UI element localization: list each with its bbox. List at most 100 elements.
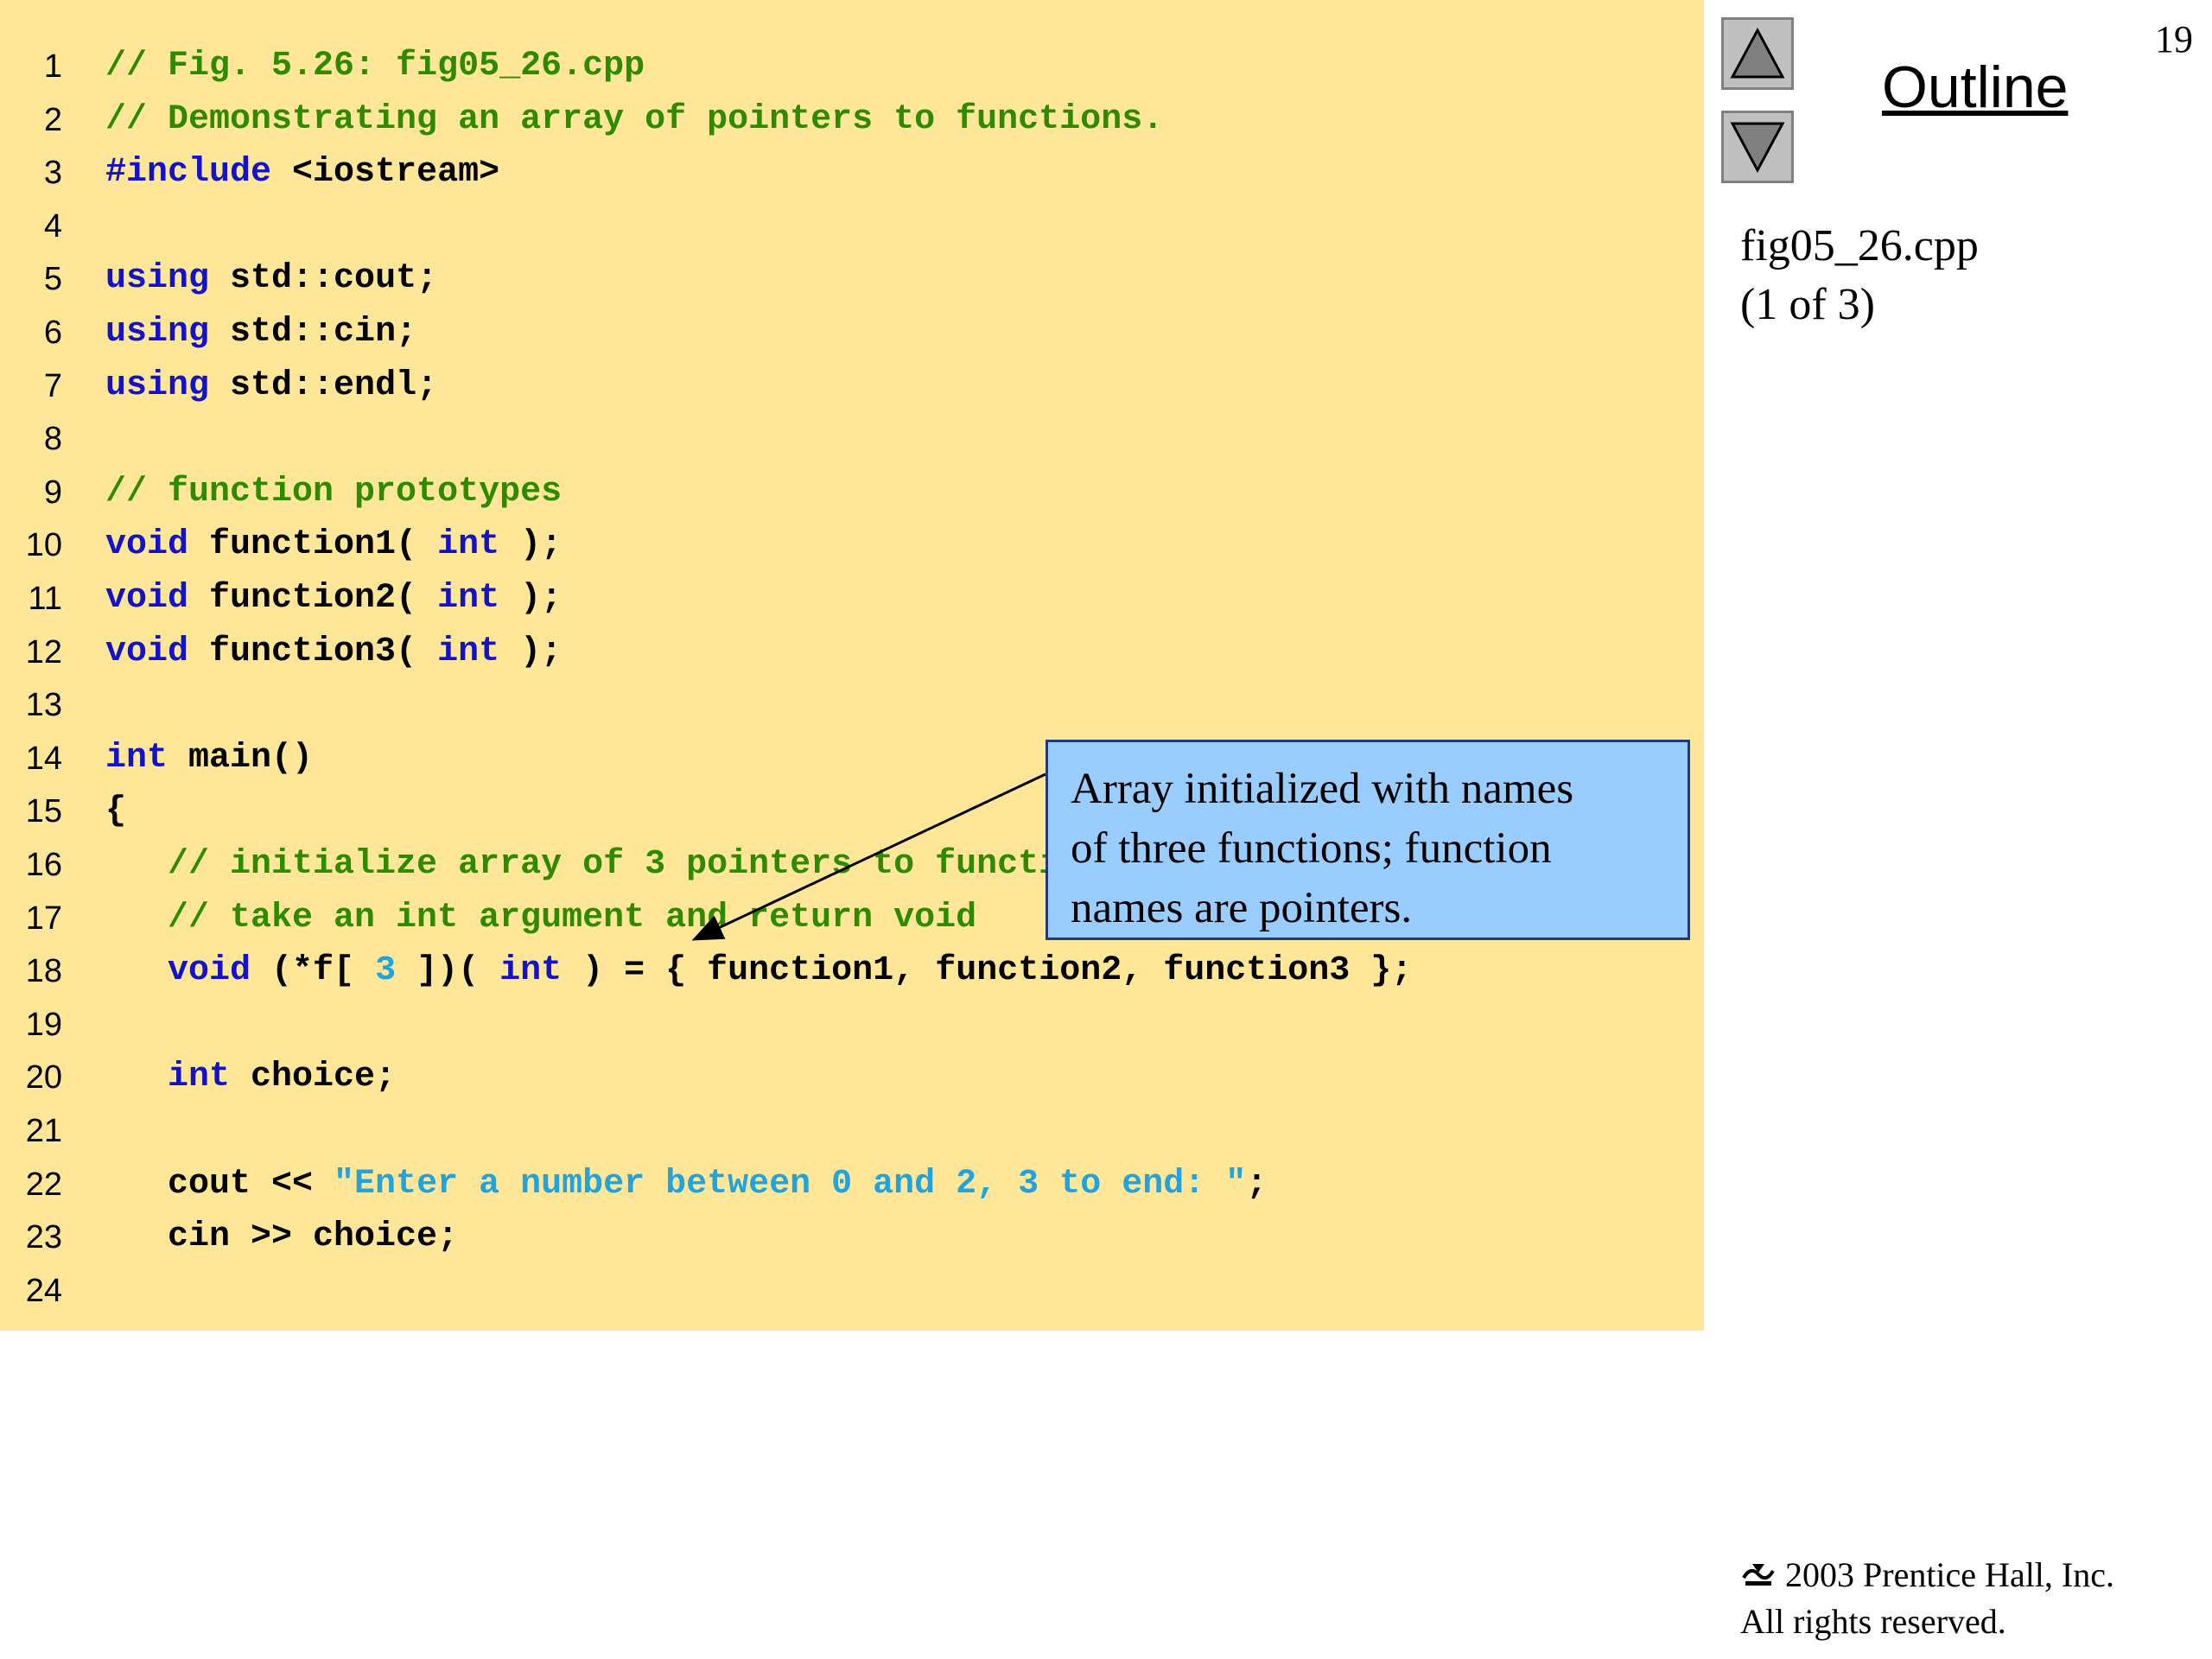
code-line: 21 [0, 1104, 1704, 1158]
line-number: 11 [28, 581, 62, 617]
code-token-plain: cin >> choice; [105, 1217, 459, 1257]
code-token-plain [105, 1058, 168, 1096]
line-number: 22 [25, 1166, 62, 1203]
code-text: // take an int argument and return void [105, 892, 976, 945]
line-number: 19 [25, 1006, 62, 1043]
code-text: void function2( int ); [105, 572, 562, 626]
code-token-plain: std::cout; [209, 259, 438, 299]
code-token-plain: ])( [396, 951, 500, 991]
line-number: 14 [25, 740, 62, 777]
code-line: 19 [0, 998, 1704, 1052]
code-line: 9 // function prototypes [0, 466, 1704, 519]
code-panel: 1 // Fig. 5.26: fig05_26.cpp 2 // Demonstra… [0, 0, 1704, 1331]
slide-number: 19 [2155, 18, 2193, 60]
line-number: 15 [25, 793, 62, 830]
code-text: void function3( int ); [105, 626, 562, 679]
line-number: 8 [43, 421, 62, 458]
code-token-comment: // function prototypes [105, 472, 563, 512]
code-text: // Fig. 5.26: fig05_26.cpp [105, 40, 645, 93]
code-line: 3#include <iostream> [0, 146, 1704, 200]
code-text: void function1( int ); [105, 518, 562, 572]
code-token-keyword: using [105, 259, 210, 299]
code-token-plain: ) = { function1, function2, function3 }; [562, 951, 1413, 991]
line-number: 9 [43, 474, 62, 511]
code-token-keyword: using [105, 313, 210, 352]
code-line: 14 int main() [0, 732, 1704, 785]
code-token-plain: function2( [188, 579, 438, 618]
line-number: 23 [25, 1219, 62, 1256]
line-number: 18 [25, 953, 62, 990]
code-token-number: 3 [375, 951, 397, 991]
code-token-keyword: using [105, 365, 210, 405]
line-number: 12 [25, 633, 62, 671]
next-slide-button[interactable] [1721, 111, 1794, 183]
code-line: 12 void function3( int ); [0, 626, 1704, 679]
line-number: 24 [25, 1272, 62, 1309]
code-text: // Demonstrating an array of pointers to… [105, 93, 1163, 147]
rights-text: All rights reserved. [1740, 1602, 2006, 1641]
code-token-plain: (*f[ [251, 951, 376, 991]
file-name: fig05_26.cpp [1740, 221, 1979, 270]
code-token-plain: ); [499, 525, 563, 565]
code-token-plain: function1( [188, 525, 438, 565]
code-line: 24 [0, 1264, 1704, 1318]
code-line: 7 using std::endl; [0, 359, 1704, 413]
code-line: 4 [0, 200, 1704, 253]
code-line: 18 void (*f[ 3 ])( int ) = { function1, … [0, 944, 1704, 998]
code-token-keyword: void [105, 632, 189, 671]
line-number: 13 [25, 687, 62, 724]
code-token-comment: // take an int argument and return void [105, 898, 977, 938]
code-token-keyword: int [168, 1058, 231, 1097]
code-token-keyword: int [437, 579, 500, 618]
line-number: 7 [43, 367, 62, 404]
code-token-plain: ; [1246, 1164, 1268, 1204]
code-text: int choice; [105, 1051, 396, 1104]
callout-line: Array initialized with names [1071, 765, 1574, 813]
code-token-plain: main() [168, 738, 314, 778]
line-number: 1 [43, 48, 62, 85]
code-text: { [105, 785, 126, 838]
code-token-keyword: #include [105, 153, 272, 193]
copyright-text: 2003 Prentice Hall, Inc. [1785, 1555, 2114, 1594]
code-token-string: "Enter a number between 0 and 2, 3 to en… [334, 1164, 1247, 1204]
line-number: 10 [25, 527, 62, 564]
code-token-plain: choice; [230, 1058, 397, 1097]
code-text: int main() [105, 732, 313, 785]
code-text: #include <iostream> [105, 146, 499, 200]
code-token-keyword: void [105, 579, 189, 618]
code-line: 22 cout << "Enter a number between 0 and… [0, 1158, 1704, 1211]
code-token-keyword: void [105, 525, 189, 565]
code-token-plain: <iostream> [271, 153, 500, 193]
line-number: 16 [25, 847, 62, 883]
line-number: 6 [43, 315, 62, 351]
code-line: 10 void function1( int ); [0, 518, 1704, 572]
callout-line: names are pointers. [1071, 884, 1413, 932]
line-number: 17 [25, 899, 62, 937]
code-token-keyword: void [168, 951, 251, 991]
code-line: 8 [0, 412, 1704, 466]
code-token-plain: { [105, 791, 127, 831]
triangle-down-icon [1730, 122, 1785, 174]
copyright: 2003 Prentice Hall, Inc. [1740, 1552, 2114, 1602]
code-token-plain: std::endl; [209, 365, 438, 405]
triangle-up-icon [1730, 27, 1785, 79]
line-number: 2 [43, 101, 62, 138]
code-line: 1 // Fig. 5.26: fig05_26.cpp [0, 40, 1704, 93]
code-text: using std::cout; [105, 252, 437, 306]
code-line: 15 { [0, 785, 1704, 838]
previous-slide-button[interactable] [1721, 17, 1794, 90]
code-token-plain: ); [499, 632, 563, 671]
code-line: 2 // Demonstrating an array of pointers t… [0, 93, 1704, 147]
code-token-keyword: int [437, 632, 500, 671]
code-line: 11 void function2( int ); [0, 572, 1704, 626]
code-token-comment: // Demonstrating an array of pointers to… [105, 99, 1164, 139]
code-text: // function prototypes [105, 466, 562, 519]
code-text: using std::endl; [105, 359, 437, 413]
code-line: 13 [0, 678, 1704, 732]
callout-box: Array initialized with names of three fu… [1046, 740, 1690, 940]
code-text: cout << "Enter a number between 0 and 2,… [105, 1158, 1267, 1211]
code-line: 20 int choice; [0, 1051, 1704, 1104]
code-token-keyword: int [105, 738, 168, 778]
callout-line: of three functions; function [1071, 824, 1552, 873]
